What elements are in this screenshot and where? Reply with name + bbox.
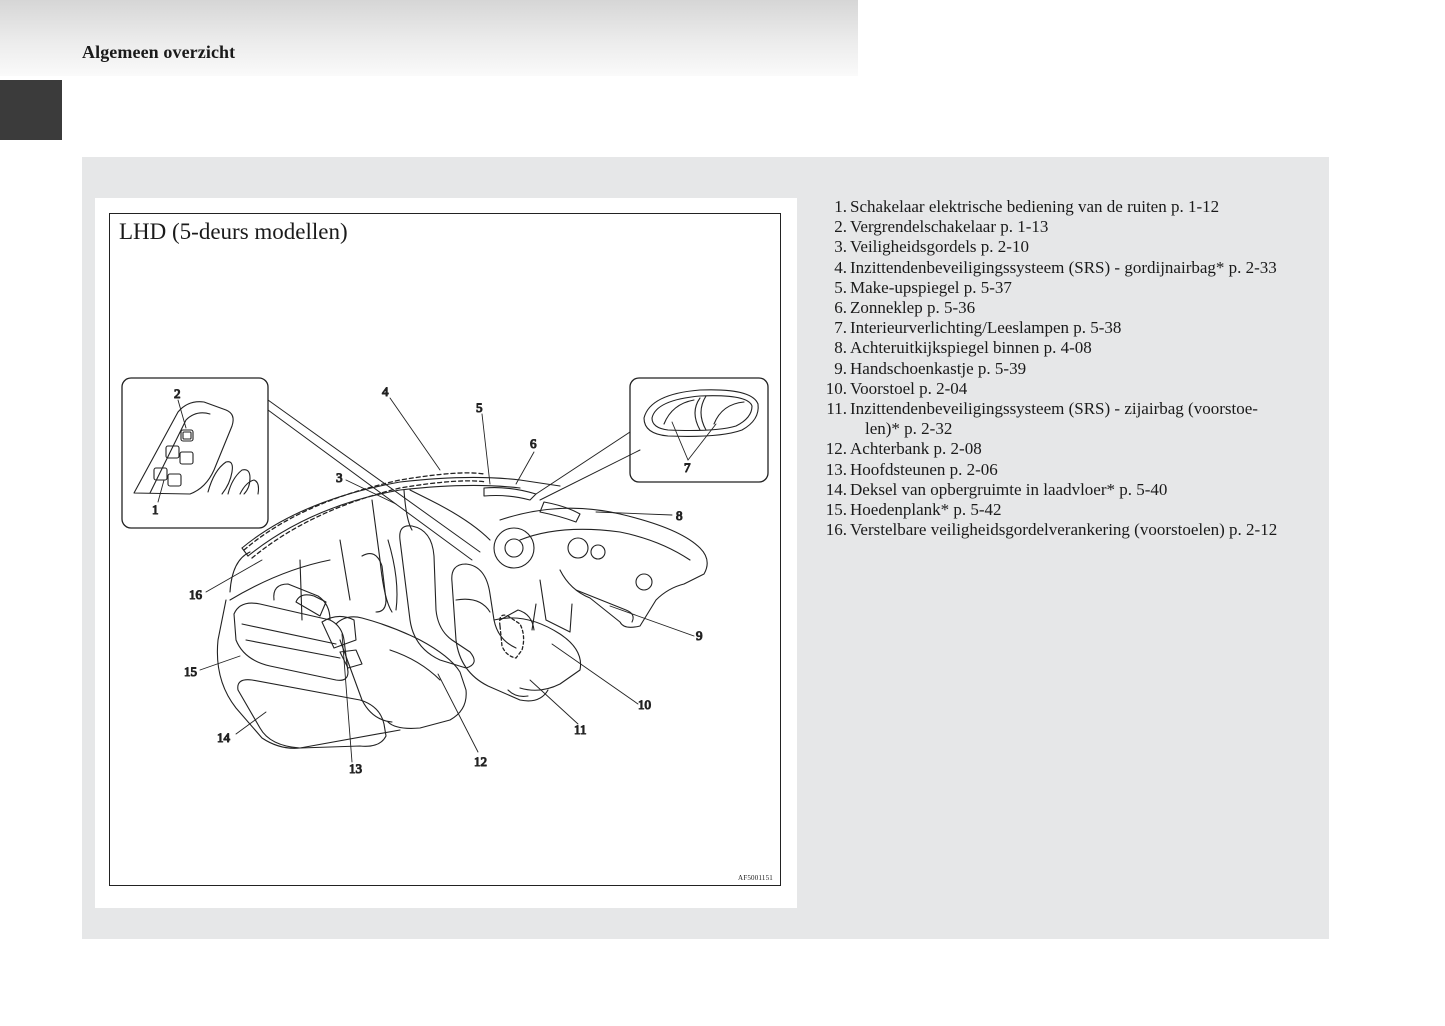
legend-item-text: Achteruitkijkspiegel binnen p. 4-08 (847, 338, 1320, 358)
legend-item-text-line: Vergrendelschakelaar p. 1-13 (850, 217, 1049, 237)
callout-11: 11 (574, 722, 587, 737)
legend-item-text: Voorstoel p. 2-04 (847, 379, 1320, 399)
callout-leaders (157, 397, 717, 763)
legend-item-number: 5. (834, 277, 847, 297)
figure-title: LHD (5-deurs modellen) (119, 219, 348, 244)
callout-14: 14 (217, 730, 231, 745)
legend-item-number: 2. (834, 217, 847, 237)
callout-13: 13 (349, 761, 362, 776)
section-tab-marker (0, 80, 62, 140)
figure-frame (109, 213, 781, 886)
legend-item-number: 1. (834, 197, 847, 216)
legend-item-text: Hoedenplank* p. 5-42 (847, 500, 1320, 520)
legend-item-text-line: Interieurverlichting/Leeslampen p. 5-38 (850, 318, 1122, 338)
legend-item-number: 8. (834, 338, 847, 358)
legend-item-text: Vergrendelschakelaar p. 1-13 (847, 217, 1320, 237)
callout-2: 2 (174, 386, 181, 401)
legend-item-number: 10. (825, 378, 847, 398)
legend-item: 2.Vergrendelschakelaar p. 1-13 (815, 217, 1320, 237)
legend-item: 3.Veiligheidsgordels p. 2-10 (815, 237, 1320, 257)
callout-7: 7 (684, 460, 691, 475)
callout-15: 15 (184, 664, 197, 679)
legend-item-number: 11. (826, 399, 847, 419)
callout-1: 1 (152, 502, 159, 517)
figure-code: AF5001151 (738, 874, 773, 882)
legend-item-text-line: Schakelaar elektrische bediening van de … (850, 197, 1220, 216)
legend-item-text: Verstelbare veiligheidsgordelverankering… (847, 520, 1320, 540)
legend-item-text-line: Voorstoel p. 2-04 (850, 378, 968, 398)
callout-6: 6 (530, 436, 537, 451)
legend-item-text-line: Handschoenkastje p. 5-39 (850, 358, 1027, 378)
legend-item-text-line: Achteruitkijkspiegel binnen p. 4-08 (850, 338, 1092, 358)
legend-item-text: Inzittendenbeveiligingssysteem (SRS) - g… (847, 258, 1320, 278)
cargo-floor-lid (237, 679, 387, 749)
legend-item-number: 16. (825, 520, 847, 540)
legend-item-text: Make-upspiegel p. 5-37 (847, 278, 1320, 298)
legend-item-text-line: Hoedenplank* p. 5-42 (850, 500, 1002, 520)
legend-list: 1.Schakelaar elektrische bediening van d… (815, 197, 1320, 540)
window-switch-inset (121, 377, 269, 529)
car-interior-illustration: 2 1 3 4 5 6 7 8 9 10 11 12 13 14 15 16 (121, 377, 769, 777)
callout-3: 3 (336, 470, 343, 485)
legend-item-text-line: Make-upspiegel p. 5-37 (850, 277, 1012, 297)
legend-item-text-line: Deksel van opbergruimte in laadvloer* p.… (850, 479, 1168, 499)
legend-item-number: 7. (834, 318, 847, 338)
legend-item-number: 13. (825, 459, 847, 479)
front-seats (399, 525, 582, 702)
legend-item-text: Inzittendenbeveiligingssysteem (SRS) - z… (847, 399, 1320, 439)
legend-item-number: 6. (834, 298, 847, 318)
legend-item-text: Handschoenkastje p. 5-39 (847, 359, 1320, 379)
legend-item: 10.Voorstoel p. 2-04 (815, 379, 1320, 399)
legend-item-text: Interieurverlichting/Leeslampen p. 5-38 (847, 318, 1320, 338)
legend-item-text-line: Zonneklep p. 5-36 (850, 298, 976, 318)
parcel-shelf (233, 602, 349, 681)
interior-light-inset (629, 377, 769, 483)
legend-item: 1.Schakelaar elektrische bediening van d… (815, 197, 1320, 217)
callout-4: 4 (382, 384, 389, 399)
legend-item-number: 15. (825, 500, 847, 520)
callout-12: 12 (474, 754, 487, 769)
legend-item-text: Veiligheidsgordels p. 2-10 (847, 237, 1320, 257)
legend-item-text: Deksel van opbergruimte in laadvloer* p.… (847, 480, 1320, 500)
legend-item: 12.Achterbank p. 2-08 (815, 439, 1320, 459)
callout-10: 10 (638, 697, 651, 712)
legend-item-text: Achterbank p. 2-08 (847, 439, 1320, 459)
legend-item-number: 12. (825, 439, 847, 459)
callout-5: 5 (476, 400, 483, 415)
legend-item: 14.Deksel van opbergruimte in laadvloer*… (815, 480, 1320, 500)
figure-box (95, 198, 797, 908)
legend-item-text-line: Verstelbare veiligheidsgordelverankering… (850, 520, 1278, 540)
legend-item-text-continuation: len)* p. 2-32 (865, 419, 953, 439)
legend-item-text-line: Achterbank p. 2-08 (850, 439, 982, 459)
legend-item-text: Schakelaar elektrische bediening van de … (847, 197, 1320, 217)
legend-item: 16.Verstelbare veiligheidsgordelveranker… (815, 520, 1320, 540)
rear-seat (273, 583, 467, 729)
legend-item-text: Hoofdsteunen p. 2-06 (847, 460, 1320, 480)
side-airbag-outline (499, 614, 525, 659)
curtain-airbag-outline (243, 472, 485, 551)
legend-item-number: 3. (834, 237, 847, 257)
legend-item: 7.Interieurverlichting/Leeslampen p. 5-3… (815, 318, 1320, 338)
legend-item: 8.Achteruitkijkspiegel binnen p. 4-08 (815, 338, 1320, 358)
page-title: Algemeen overzicht (82, 42, 236, 62)
legend-item: 13.Hoofdsteunen p. 2-06 (815, 460, 1320, 480)
callout-16: 16 (189, 587, 203, 602)
legend-item: 11.Inzittendenbeveiligingssysteem (SRS) … (815, 399, 1320, 439)
legend-item-text-line: Inzittendenbeveiligingssysteem (SRS) - g… (850, 257, 1277, 277)
legend-item-text: Zonneklep p. 5-36 (847, 298, 1320, 318)
header-band (0, 0, 858, 76)
legend-item-number: 14. (825, 479, 847, 499)
legend-item-number: 4. (834, 257, 847, 277)
callout-8: 8 (676, 508, 683, 523)
legend-item: 9.Handschoenkastje p. 5-39 (815, 359, 1320, 379)
legend-item-text-line: Hoofdsteunen p. 2-06 (850, 459, 998, 479)
legend-item-number: 9. (834, 358, 847, 378)
callout-9: 9 (696, 628, 703, 643)
legend-item: 15.Hoedenplank* p. 5-42 (815, 500, 1320, 520)
legend-item: 4.Inzittendenbeveiligingssysteem (SRS) -… (815, 258, 1320, 278)
legend-item: 5.Make-upspiegel p. 5-37 (815, 278, 1320, 298)
legend-item-text-line: Inzittendenbeveiligingssysteem (SRS) - z… (850, 399, 1258, 419)
legend-item-text-line: Veiligheidsgordels p. 2-10 (850, 237, 1029, 257)
legend-item: 6.Zonneklep p. 5-36 (815, 298, 1320, 318)
